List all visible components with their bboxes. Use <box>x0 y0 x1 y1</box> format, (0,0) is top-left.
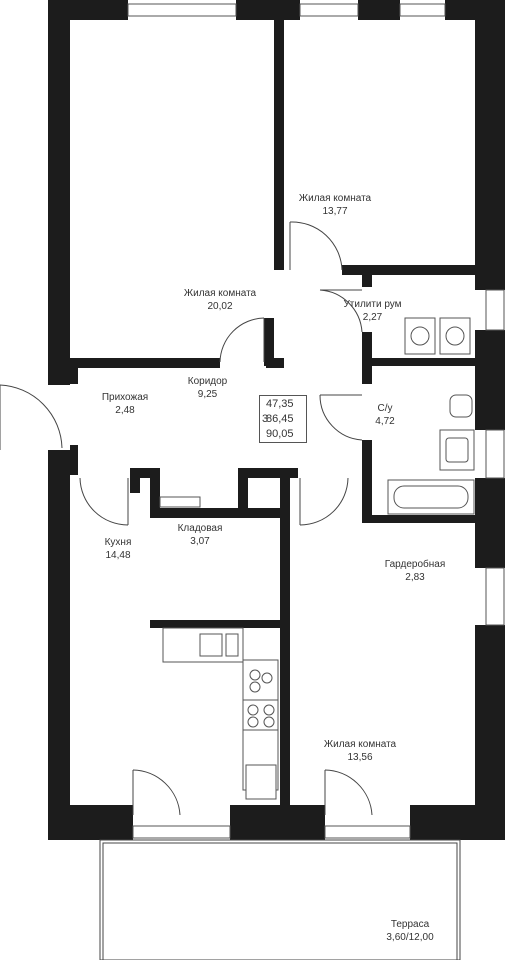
room-living-room-2: Жилая комната 13,77 <box>280 192 390 218</box>
room-area: 14,48 <box>105 550 131 561</box>
room-area: 13,56 <box>347 752 373 763</box>
room-name: Коридор <box>187 376 228 387</box>
terrace-outline <box>99 839 461 960</box>
room-corridor: Коридор 9,25 <box>175 375 240 401</box>
room-living-room-1: Жилая комната 20,02 <box>165 287 275 313</box>
summary-areas: 47,35 86,45 90,05 <box>266 397 294 442</box>
summary-living-area: 47,35 <box>266 398 294 410</box>
interior-walls <box>70 20 482 813</box>
room-wardrobe: Гардеробная 2,83 <box>375 558 455 584</box>
room-name: Жилая комната <box>298 193 372 204</box>
doors <box>0 221 373 816</box>
summary-rooms-count: 3 <box>262 413 269 425</box>
room-utility-room: Утилити рум 2,27 <box>325 298 420 324</box>
room-storage: Кладовая 3,07 <box>165 522 235 548</box>
room-area: 4,72 <box>375 416 395 427</box>
room-area: 3,07 <box>190 536 210 547</box>
room-living-room-3: Жилая комната 13,56 <box>305 738 415 764</box>
area-summary-box <box>259 395 307 443</box>
room-area: 2,48 <box>115 405 135 416</box>
summary-total-with-terrace: 90,05 <box>266 428 294 440</box>
room-name: Утилити рум <box>343 299 402 310</box>
room-area: 2,27 <box>362 312 383 323</box>
room-name: Жилая комната <box>323 739 397 750</box>
room-kitchen: Кухня 14,48 <box>88 536 148 562</box>
outer-walls <box>48 0 505 840</box>
room-name: Терраса <box>390 919 430 930</box>
washing-machines <box>404 317 471 355</box>
room-bathroom: С/у 4,72 <box>365 402 405 428</box>
room-name: С/у <box>377 403 393 414</box>
room-name: Жилая комната <box>183 288 257 299</box>
room-terrace: Терраса 3,60/12,00 <box>365 918 455 944</box>
room-name: Гардеробная <box>384 559 446 570</box>
room-area: 9,25 <box>197 389 218 400</box>
room-name: Кухня <box>104 537 132 548</box>
bathroom-fixtures <box>387 394 475 515</box>
room-name: Прихожая <box>101 392 149 403</box>
kitchen-fixtures <box>162 627 279 800</box>
room-area: 20,02 <box>207 301 233 312</box>
summary-total-area: 86,45 <box>266 413 294 425</box>
room-area: 2,83 <box>405 572 425 583</box>
room-area: 3,60/12,00 <box>386 932 434 943</box>
storage-shelf <box>159 496 201 508</box>
room-hallway: Прихожая 2,48 <box>90 391 160 417</box>
windows <box>127 3 505 839</box>
room-name: Кладовая <box>177 523 223 534</box>
room-area: 13,77 <box>322 206 348 217</box>
